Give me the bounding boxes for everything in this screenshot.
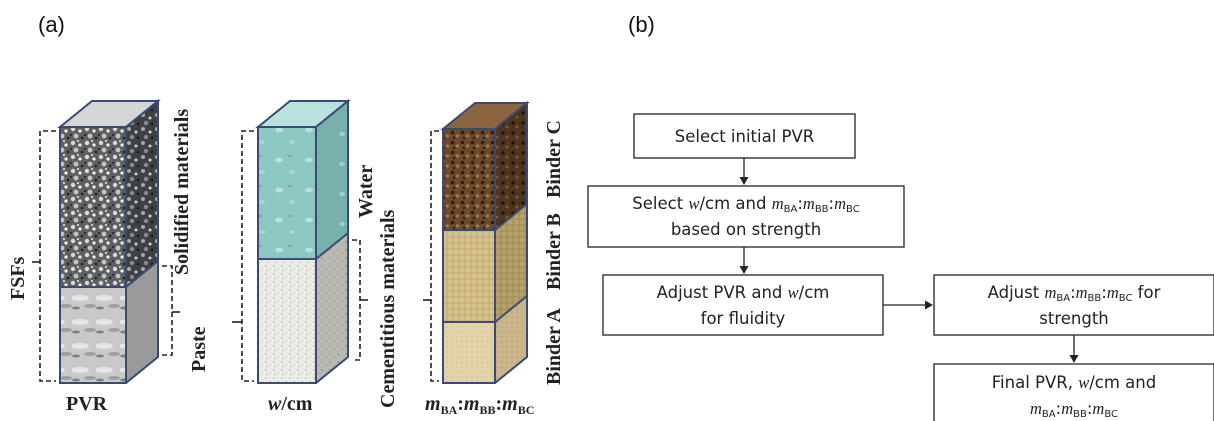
flow-box-5-line1: Final PVR, w/cm and (992, 373, 1156, 392)
binder-c-front (443, 129, 495, 230)
flow-box-final (933, 363, 1214, 421)
binder-b-label: Binder B (543, 213, 565, 290)
binder-bottom-label: mBA:mBB:mBC (425, 393, 534, 417)
solidified-materials-label: Solidified materials (171, 109, 193, 275)
flow-box-5-line2: mBA:mBB:mBC (1030, 399, 1118, 420)
paste-bracket (241, 130, 254, 382)
flow-box-select-wcm (587, 185, 905, 248)
wcm-water-side (316, 101, 348, 259)
paste-label: Paste (188, 326, 210, 372)
flow-box-4-line2: strength (1039, 309, 1109, 328)
wcm-cement-side (316, 233, 348, 383)
binder-a-front (443, 322, 495, 383)
pvr-solidified-front (60, 127, 126, 287)
wcm-bottom-label: w/cm (268, 393, 313, 415)
binder-a-side (495, 296, 527, 383)
pvr-block (57, 98, 161, 384)
pvr-paste-front (60, 287, 126, 383)
flow-box-3-line1: Adjust PVR and w/cm (657, 283, 830, 302)
pvr-paste-side (126, 261, 158, 383)
binder-bracket (430, 130, 439, 382)
flow-box-2-line1: Select w/cm and mBA:mBB:mBC (632, 194, 859, 215)
binder-b-side (495, 204, 527, 322)
water-label: Water (355, 165, 377, 218)
flow-box-select-initial-pvr (633, 113, 856, 159)
flow-box-3-line2: for fluidity (701, 309, 786, 328)
fsfs-label: FSFs (7, 256, 29, 300)
wcm-block (255, 98, 351, 384)
wcm-water-front (258, 127, 316, 259)
binder-c-side (495, 103, 527, 230)
fsfs-bracket (39, 130, 56, 382)
flow-box-2-line2: based on strength (671, 220, 821, 239)
flow-box-1-text: Select initial PVR (675, 127, 814, 146)
binder-a-label: Binder A (543, 308, 565, 385)
binder-c-label: Binder C (543, 120, 565, 198)
binder-block (440, 100, 530, 384)
pvr-paste-bracket (162, 265, 173, 356)
flow-box-adjust-ratio (933, 274, 1214, 336)
cementitious-bracket (352, 239, 361, 361)
flow-box-adjust-pvr (602, 274, 884, 336)
panel-label-a: (a) (38, 12, 65, 37)
binder-b-front (443, 230, 495, 322)
pvr-solidified-side (126, 101, 158, 287)
flow-box-4-line1: Adjust mBA:mBB:mBC for (988, 283, 1161, 304)
pvr-bottom-label: PVR (66, 393, 108, 415)
wcm-cement-front (258, 259, 316, 383)
panel-label-b: (b) (628, 12, 655, 37)
cementitious-materials-label: Cementitious materials (377, 209, 399, 408)
